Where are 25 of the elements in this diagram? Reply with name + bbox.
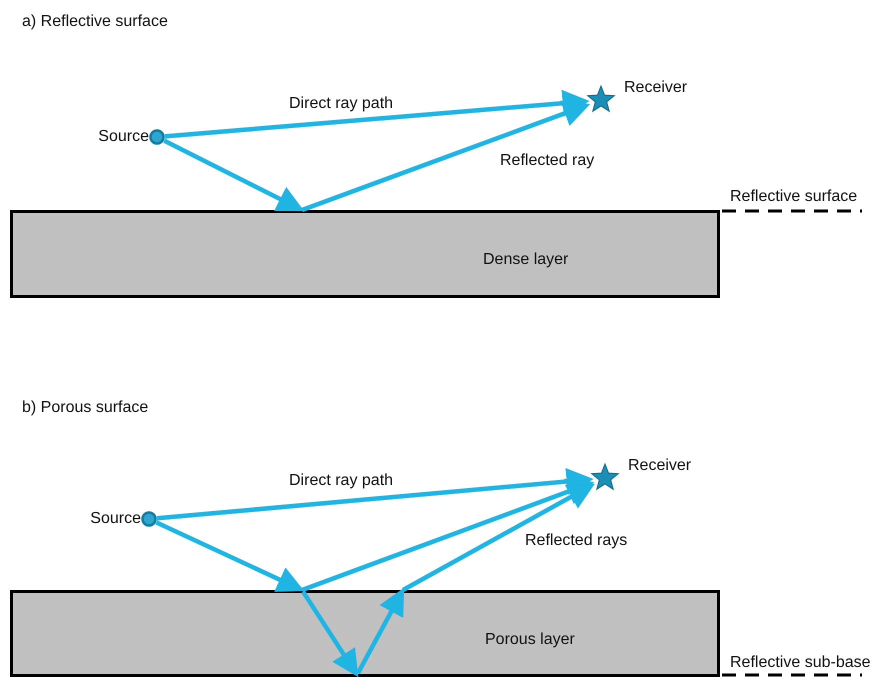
heading: b) Porous surface [22, 398, 148, 418]
receiver-label: Receiver [628, 456, 692, 476]
ray-arrow [156, 468, 594, 521]
receiver-label: Receiver [624, 78, 688, 98]
ray-arrow [301, 478, 594, 592]
ray-arrow [163, 138, 304, 212]
surface-label: Reflective sub-base [730, 653, 871, 673]
ray-arrow [164, 90, 590, 139]
ground-layer [10, 210, 720, 298]
edge-label: Reflected rays [525, 531, 628, 551]
ground-layer [10, 590, 720, 677]
ray-arrow [402, 484, 595, 592]
ray-arrow [301, 100, 590, 212]
edge-label: Reflected ray [500, 151, 594, 171]
ray-arrow [301, 590, 358, 677]
ray-arrow [155, 520, 304, 592]
edge-label: Direct ray path [289, 94, 394, 114]
source-label: Source [90, 509, 141, 529]
layer-label: Porous layer [485, 630, 575, 650]
ray-arrow [356, 588, 404, 674]
surface-label: Reflective surface [730, 187, 858, 207]
heading: a) Reflective surface [22, 12, 168, 32]
layer-label: Dense layer [483, 250, 568, 270]
source-label: Source [98, 127, 149, 147]
edge-label: Direct ray path [289, 471, 394, 491]
